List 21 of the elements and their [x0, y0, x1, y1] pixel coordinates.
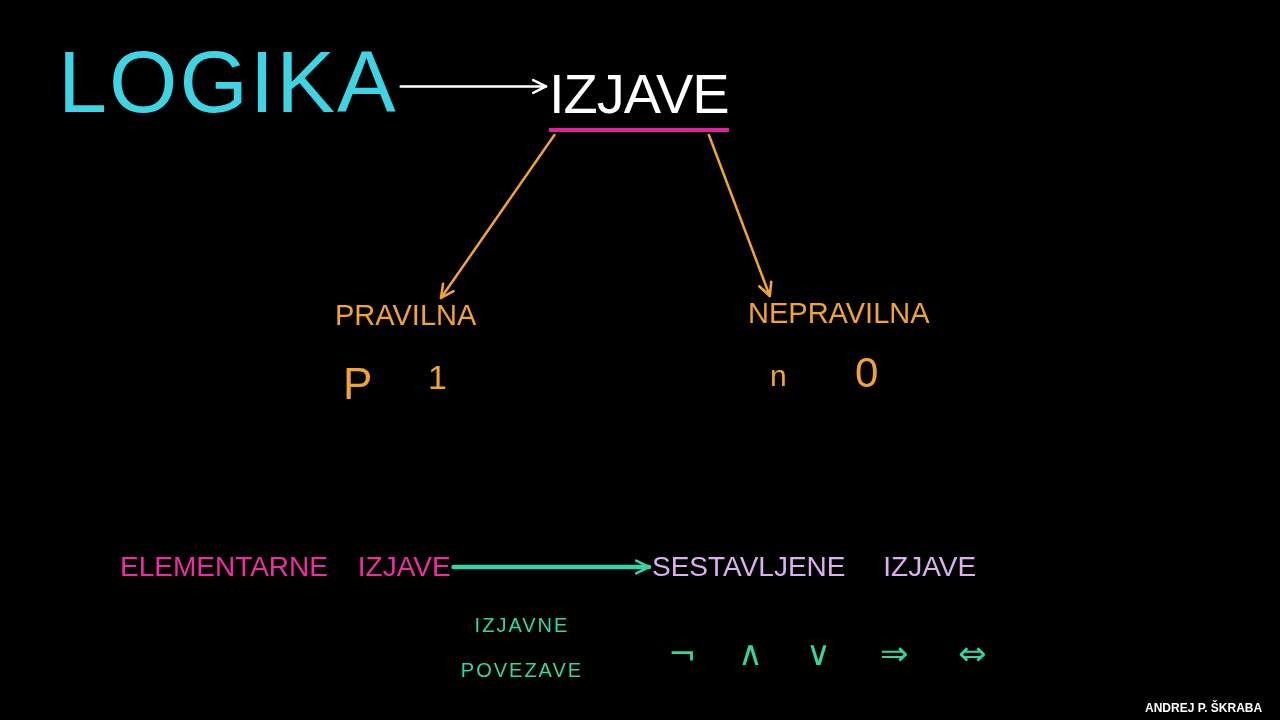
underlined-heading: IZJAVE: [549, 66, 729, 132]
logic-symbol: ∨: [806, 636, 831, 670]
category-label: PRAVILNA: [335, 301, 477, 330]
statement-type-label: SESTAVLJENE IZJAVE: [652, 553, 977, 581]
category-label: NEPRAVILNA: [748, 299, 930, 328]
arrow: [439, 133, 556, 300]
arrow: [707, 133, 773, 298]
statement-type-label: ELEMENTARNE IZJAVE: [120, 553, 451, 581]
truth-value-label: P: [343, 362, 373, 406]
connectives-caption: IZJAVNE POVEZAVE: [459, 613, 585, 683]
arrow: [451, 559, 652, 575]
truth-value-label: 1: [428, 360, 447, 394]
logic-symbol: ¬: [668, 636, 697, 670]
truth-value-label: 0: [855, 352, 879, 394]
topic-heading: LOGIKA: [58, 38, 398, 126]
truth-value-label: n: [770, 361, 787, 391]
author-credit: ANDREJ P. ŠKRABA: [1145, 702, 1263, 714]
logic-symbol: ⇒: [880, 636, 909, 670]
arrow: [399, 78, 548, 95]
logic-symbol: ∧: [738, 636, 763, 670]
logic-symbol: ⇔: [958, 636, 987, 670]
